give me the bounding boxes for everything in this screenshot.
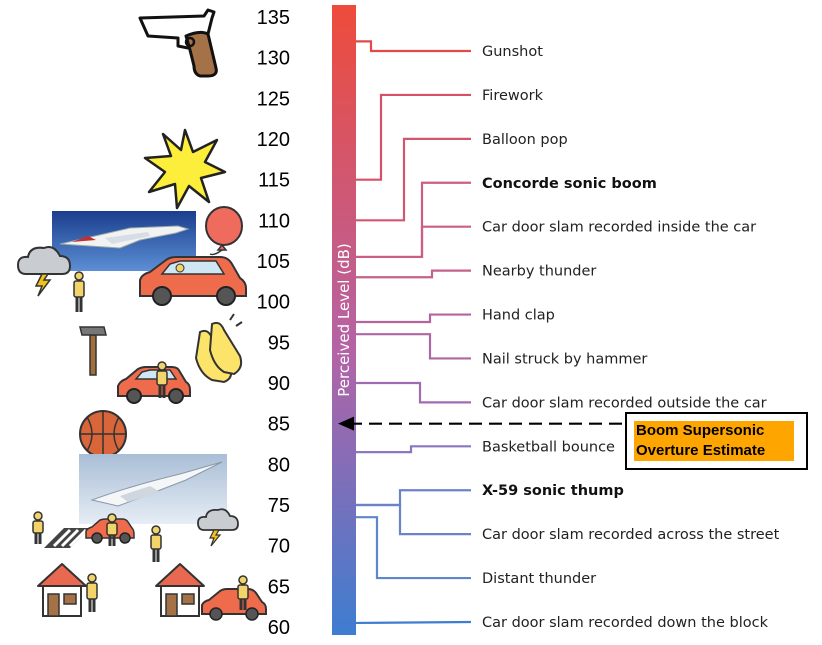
event-connector <box>356 93 471 181</box>
hammer-icon <box>79 326 107 376</box>
event-label: Distant thunder <box>482 571 596 587</box>
event-label: Car door slam recorded outside the car <box>482 395 767 411</box>
clapping-hands-icon <box>194 313 243 384</box>
event-label: Gunshot <box>482 44 543 60</box>
tick-label: 105 <box>257 251 290 273</box>
estimate-title-line1: Boom Supersonic <box>636 422 765 439</box>
car-icon <box>139 256 247 306</box>
event-connector <box>356 516 471 580</box>
balloon-icon <box>205 206 243 256</box>
level-gradient-bar <box>332 5 356 635</box>
tick-label: 120 <box>257 129 290 151</box>
tick-label: 60 <box>268 617 290 639</box>
event-label: X-59 sonic thump <box>482 483 624 499</box>
tick-label: 115 <box>258 170 290 192</box>
tick-label: 125 <box>257 88 290 110</box>
tick-label: 90 <box>268 373 290 395</box>
tick-label: 95 <box>268 332 290 354</box>
tick-label: 85 <box>268 414 290 436</box>
person-icon <box>150 525 162 562</box>
event-label: Car door slam recorded down the block <box>482 615 769 631</box>
concorde-photo <box>52 211 196 271</box>
tick-label: 80 <box>268 454 290 476</box>
event-connector <box>356 40 471 53</box>
event-label: Nail struck by hammer <box>482 351 647 367</box>
event-label: Balloon pop <box>482 132 568 148</box>
event-connector <box>356 445 471 454</box>
estimate-title-line2: Overture Estimate <box>636 442 766 459</box>
event-connector <box>356 313 471 324</box>
person-icon <box>106 513 118 546</box>
car-icon <box>201 588 267 621</box>
car-icon <box>117 366 191 404</box>
event-connector <box>356 333 471 360</box>
event-connector <box>356 137 471 222</box>
house-icon <box>37 563 87 617</box>
house-icon <box>155 563 205 617</box>
estimate-callout: Boom Supersonic Overture Estimate <box>625 412 808 470</box>
event-connector <box>356 225 471 259</box>
estimate-highlight: Boom Supersonic Overture Estimate <box>634 421 794 461</box>
scale-tick-labels: 135 130 125 120 115 110 105 100 95 90 85 80 75 70 65 60 <box>257 7 290 639</box>
event-label: Basketball bounce <box>482 439 615 455</box>
event-connector <box>355 620 472 625</box>
event-connector <box>356 381 471 404</box>
basketball-icon <box>79 410 127 458</box>
tick-label: 130 <box>257 48 290 70</box>
person-icon <box>237 575 249 610</box>
event-label: Car door slam recorded inside the car <box>482 220 756 236</box>
tick-label: 100 <box>257 292 290 314</box>
event-label: Concorde sonic boom <box>482 176 657 192</box>
scale-title: Perceived Level (dB) <box>335 243 353 397</box>
event-label: Nearby thunder <box>482 264 596 280</box>
event-label: Car door slam recorded across the street <box>482 527 780 543</box>
person-icon <box>156 361 168 398</box>
x59-photo <box>79 454 227 524</box>
person-icon <box>32 511 44 544</box>
event-connector <box>356 503 471 536</box>
tick-label: 65 <box>268 576 290 598</box>
storm-cloud-icon <box>16 246 72 297</box>
event-connector <box>356 489 471 507</box>
event-connectors <box>355 40 472 625</box>
estimate-arrowhead <box>338 416 354 431</box>
crosswalk-icon <box>44 528 90 548</box>
person-icon <box>73 271 85 312</box>
tick-label: 110 <box>258 210 290 232</box>
pistol-icon <box>138 8 218 78</box>
tick-label: 135 <box>257 7 290 29</box>
explosion-icon <box>143 128 227 210</box>
person-icon <box>86 573 98 612</box>
tick-label: 70 <box>268 536 290 558</box>
event-connector <box>356 269 471 279</box>
storm-cloud-icon <box>197 508 239 547</box>
tick-label: 75 <box>268 495 290 517</box>
event-label: Firework <box>482 88 544 104</box>
event-label: Hand clap <box>482 308 555 324</box>
